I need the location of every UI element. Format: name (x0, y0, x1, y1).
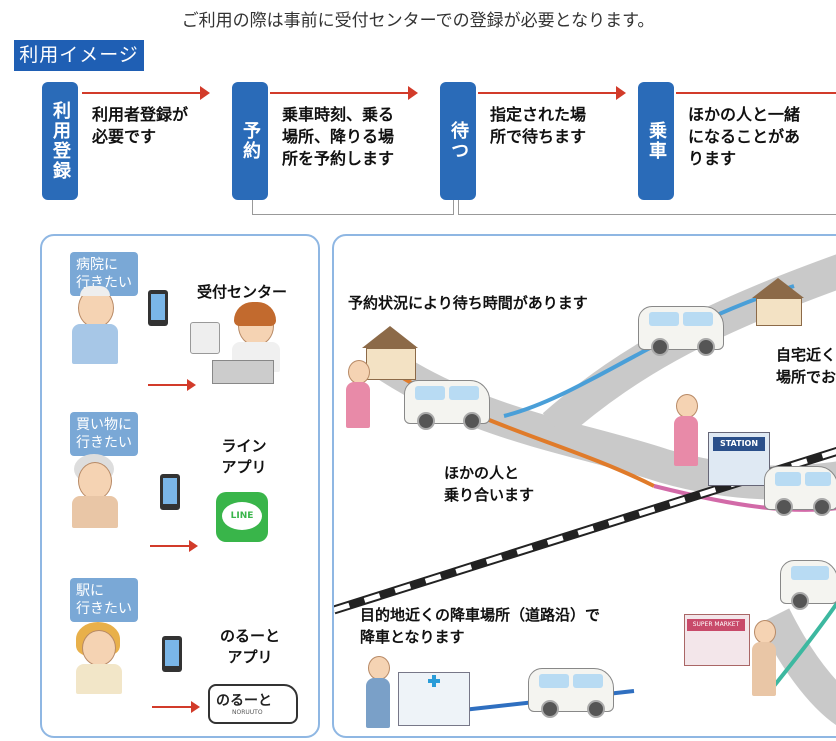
shared-van-icon (764, 466, 836, 516)
label-noruuto-app: のるーと アプリ (219, 627, 280, 666)
caption-drop-off: 目的地近くの降車場所（道路沿）で 降車となります (360, 606, 601, 646)
shared-van-icon (780, 560, 836, 610)
arrow-right-icon (150, 540, 198, 552)
laptop-icon (212, 360, 274, 384)
flow-arrow-head (408, 86, 418, 100)
noruuto-logo: のるーと NORUUTO (208, 684, 298, 724)
flow-arrow (82, 92, 202, 94)
step-label-registration: 利用登録 (42, 82, 78, 200)
smartphone-icon (162, 636, 182, 672)
line-logo-text: LINE (222, 502, 262, 530)
hospital-building-icon (398, 672, 470, 726)
line-app-logo: LINE (216, 492, 268, 542)
bubble-shopping: 買い物に 行きたい (70, 412, 138, 456)
shared-van-icon (404, 380, 490, 430)
road-bottom-branch (758, 608, 836, 725)
store-sign: SUPER MARKET (687, 619, 745, 631)
smartphone-icon (160, 474, 180, 510)
flow-arrow (270, 92, 410, 94)
section-heading: 利用イメージ (14, 40, 144, 71)
step-label-board: 乗車 (638, 82, 674, 200)
shared-van-icon (638, 306, 724, 356)
label-reception-center: 受付センター (196, 283, 287, 301)
noruuto-logo-text: のるーと (216, 693, 272, 709)
route-blue (503, 284, 795, 418)
step-label-wait: 待つ (440, 82, 476, 200)
top-note: ご利用の際は事前に受付センターでの登録が必要となります。 (181, 11, 655, 31)
flow-arrow-head (616, 86, 626, 100)
step-text-board: ほかの人と一緒 になることがあ ります (688, 105, 801, 168)
label-line-app: ライン アプリ (221, 437, 267, 476)
step-bracket (458, 200, 836, 215)
caption-share-ride: ほかの人と 乗り合います (444, 464, 535, 504)
step-bracket (252, 200, 454, 215)
bubble-station: 駅に 行きたい (70, 578, 138, 622)
arrow-right-icon (152, 701, 200, 713)
caption-near-home: 自宅近く 場所でお (776, 346, 836, 386)
shared-van-icon (528, 668, 614, 718)
telephone-icon (190, 322, 220, 354)
smartphone-icon (148, 290, 168, 326)
flow-arrow (676, 92, 836, 94)
flow-arrow-head (200, 86, 210, 100)
flow-arrow (478, 92, 618, 94)
step-text-registration: 利用者登録が 必要です (92, 105, 189, 146)
station-building-icon: STATION (708, 432, 770, 486)
step-text-reserve: 乗車時刻、乗る 場所、降りる場 所を予約します (282, 105, 395, 168)
step-text-wait: 指定された場 所で待ちます (490, 105, 587, 146)
supermarket-icon: SUPER MARKET (684, 614, 750, 666)
step-label-reserve: 予約 (232, 82, 268, 200)
route-teal (772, 601, 836, 688)
arrow-right-icon (148, 379, 196, 391)
noruuto-logo-sub: NORUUTO (232, 709, 263, 716)
caption-wait-time: 予約状況により待ち時間があります (348, 294, 588, 312)
station-sign: STATION (713, 437, 765, 451)
